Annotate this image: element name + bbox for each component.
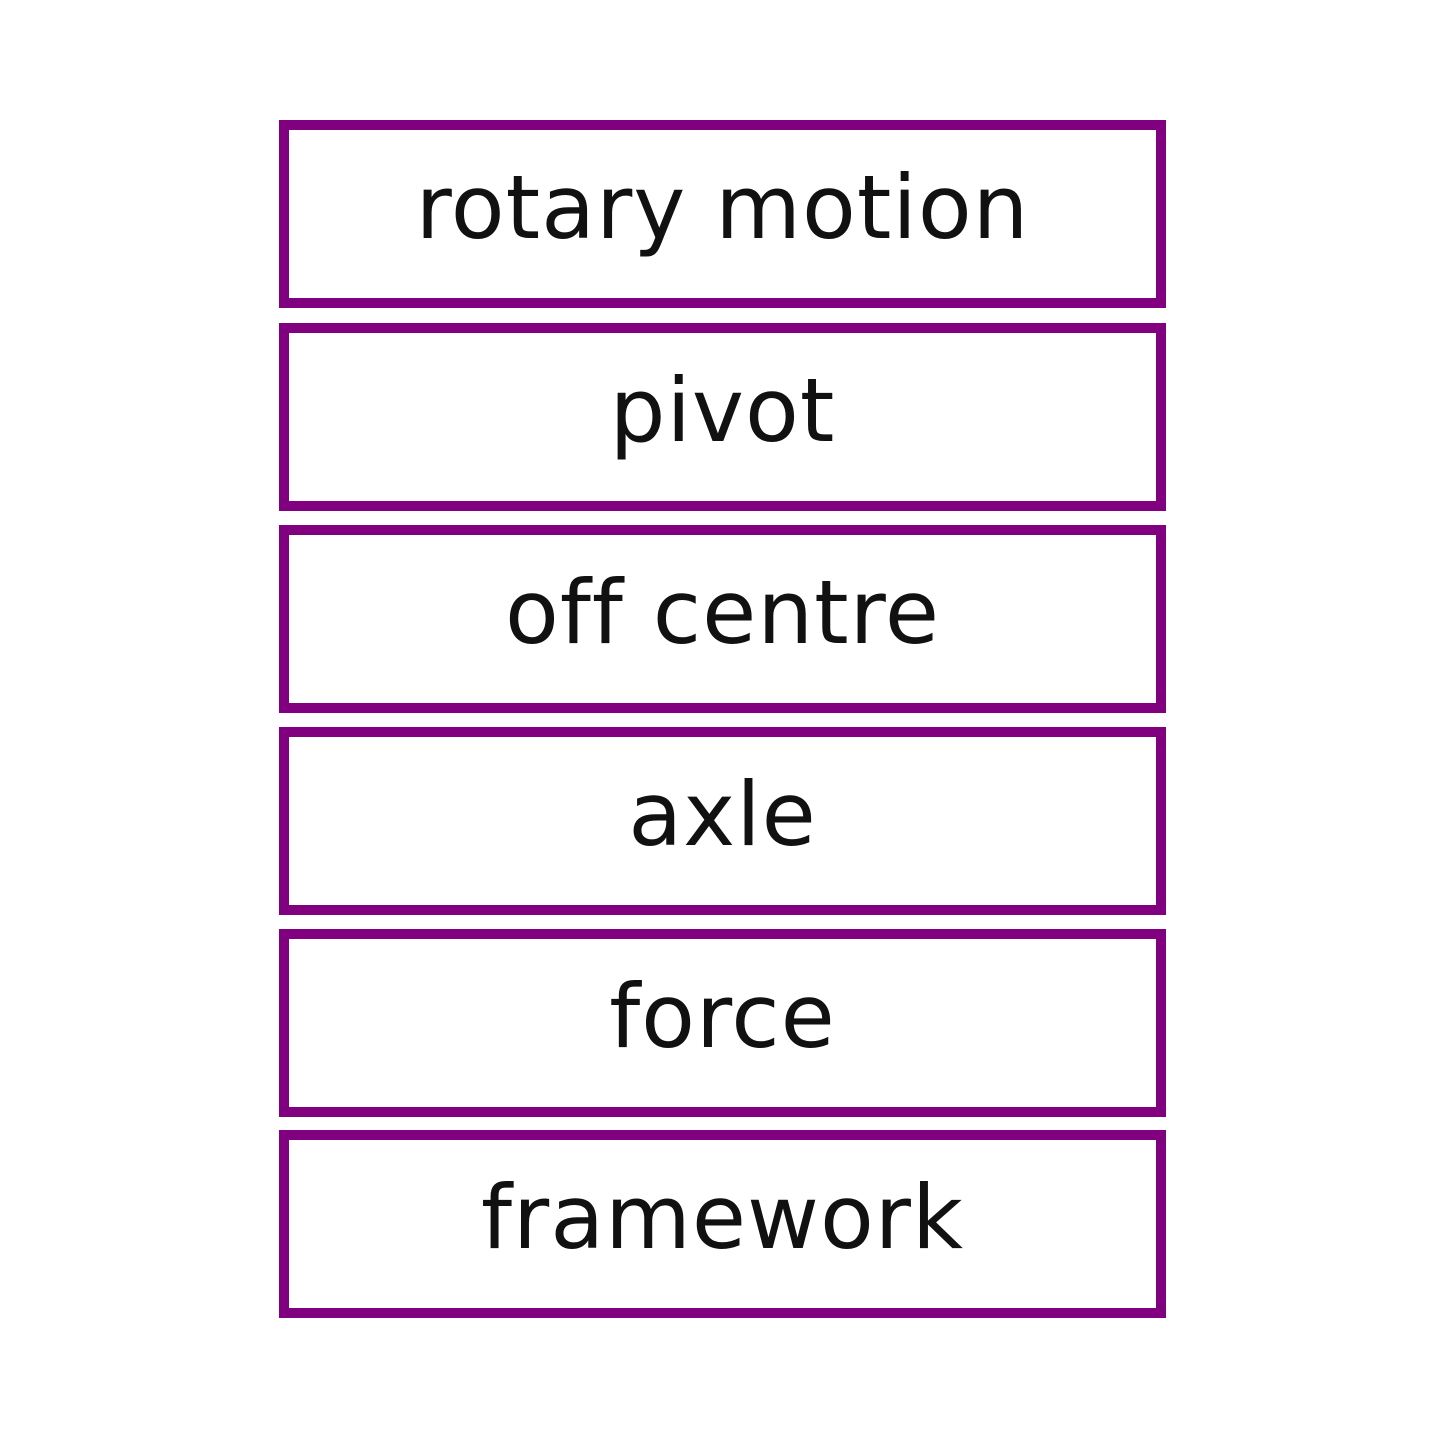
word-card-label: force: [609, 965, 836, 1068]
word-card-axle: axle: [279, 727, 1166, 915]
word-card-label: framework: [481, 1166, 964, 1269]
word-card-pivot: pivot: [279, 323, 1166, 511]
word-card-rotary-motion: rotary motion: [279, 120, 1166, 308]
word-card-off-centre: off centre: [279, 525, 1166, 713]
word-card-label: off centre: [505, 561, 940, 664]
word-card-label: pivot: [609, 359, 836, 462]
word-card-framework: framework: [279, 1130, 1166, 1318]
word-card-force: force: [279, 929, 1166, 1117]
word-card-label: rotary motion: [415, 156, 1030, 259]
word-card-label: axle: [628, 763, 817, 866]
